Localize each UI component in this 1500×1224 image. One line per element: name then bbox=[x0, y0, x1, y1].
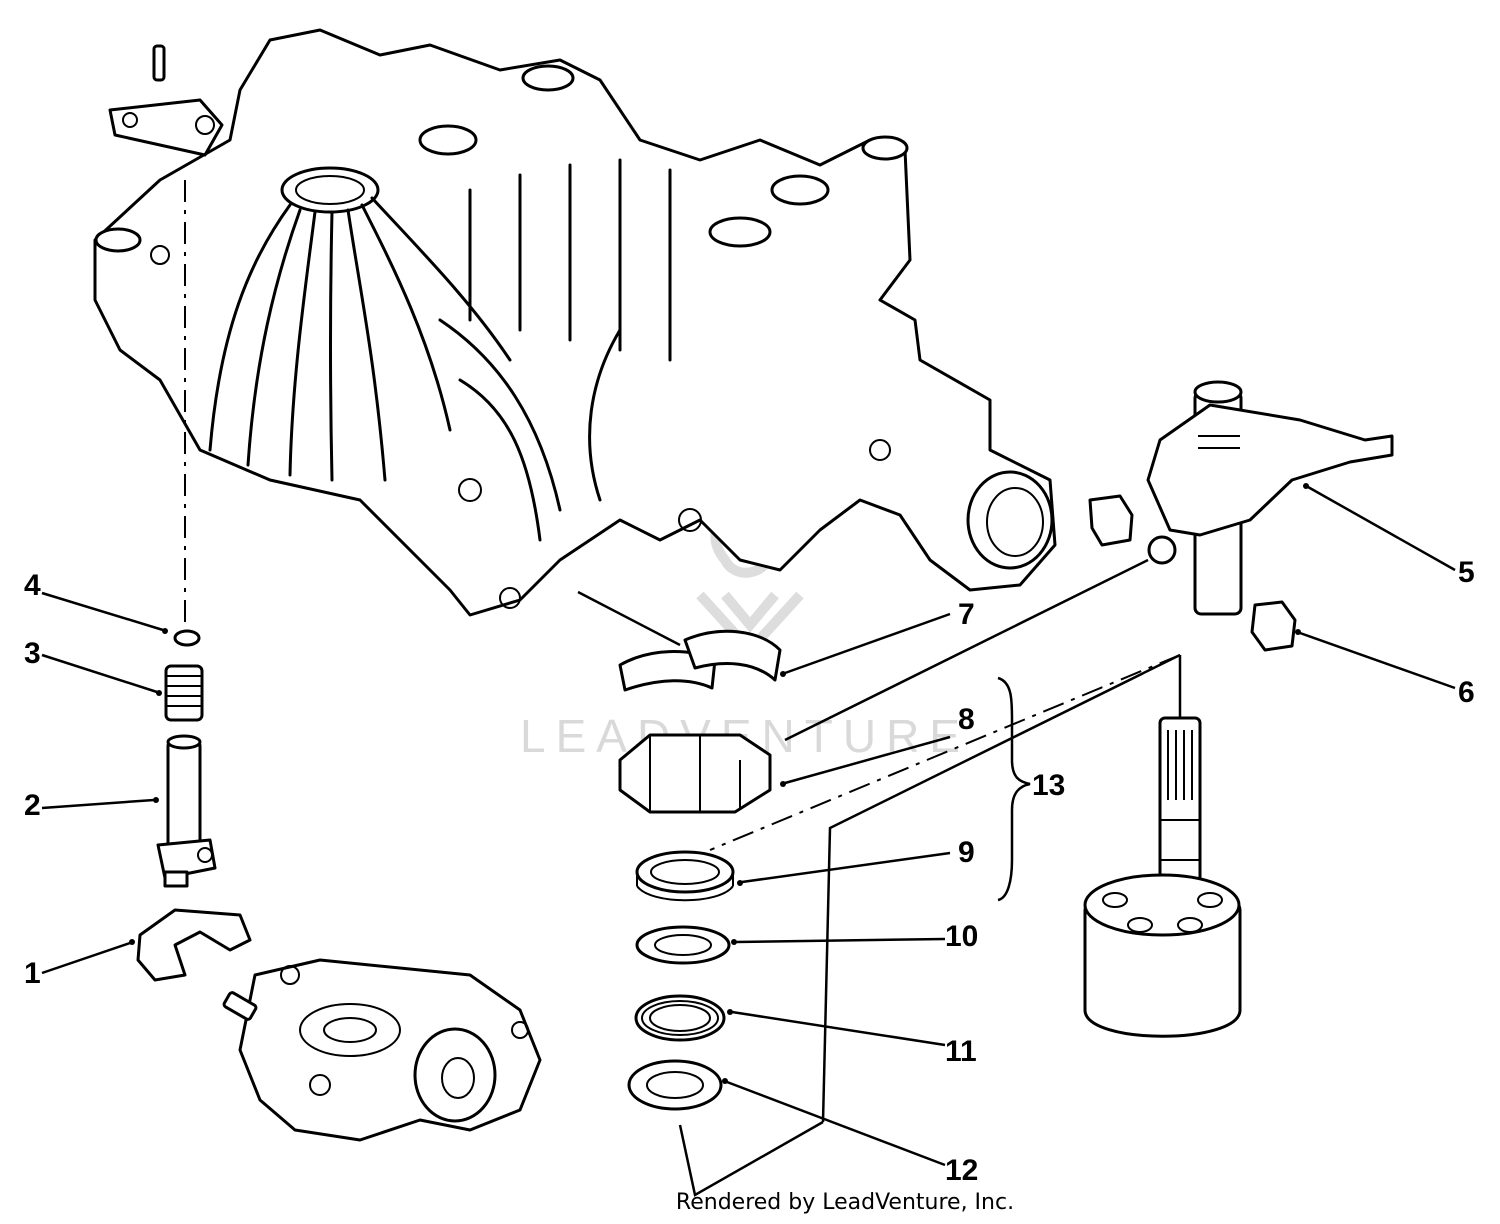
part-shaft-seal bbox=[634, 994, 726, 1042]
screw-icon bbox=[152, 44, 166, 82]
part-washer bbox=[173, 629, 201, 647]
callout-10: 10 bbox=[945, 920, 978, 953]
callout-9: 9 bbox=[958, 836, 975, 869]
part-washer-ring bbox=[627, 1059, 723, 1111]
callout-2: 2 bbox=[24, 789, 41, 822]
render-credit: Rendered by LeadVenture, Inc. bbox=[675, 1190, 1015, 1215]
callout-3: 3 bbox=[24, 637, 41, 670]
part-cradle bbox=[136, 908, 252, 982]
cylinder-block-shaft bbox=[1083, 716, 1242, 1038]
callout-1: 1 bbox=[24, 957, 41, 990]
part-trunnion-shaft bbox=[156, 734, 217, 888]
callout-13: 13 bbox=[1032, 769, 1065, 802]
part-bearing-halves bbox=[618, 629, 782, 692]
callout-6: 6 bbox=[1458, 676, 1475, 709]
part-swashplate bbox=[618, 733, 772, 814]
part-slider-block-small bbox=[1088, 494, 1134, 547]
leader-lines bbox=[41, 483, 1456, 1197]
callout-labels: 4 3 2 1 5 6 7 8 13 9 10 11 12 bbox=[24, 556, 1475, 1187]
mounting-bracket bbox=[108, 98, 224, 157]
callout-5: 5 bbox=[1458, 556, 1475, 589]
pump-block bbox=[222, 958, 542, 1142]
callout-12: 12 bbox=[945, 1154, 978, 1187]
transaxle-housing bbox=[93, 28, 1298, 617]
part-control-arm bbox=[1146, 380, 1394, 616]
part-thrust-washer bbox=[635, 925, 731, 965]
callout-11: 11 bbox=[945, 1035, 977, 1068]
part-slider-block bbox=[1250, 600, 1297, 652]
callout-8: 8 bbox=[958, 703, 975, 736]
part-bearing-race bbox=[635, 850, 735, 902]
callout-7: 7 bbox=[958, 598, 975, 631]
part-spring bbox=[164, 664, 204, 722]
callout-4: 4 bbox=[24, 569, 41, 602]
